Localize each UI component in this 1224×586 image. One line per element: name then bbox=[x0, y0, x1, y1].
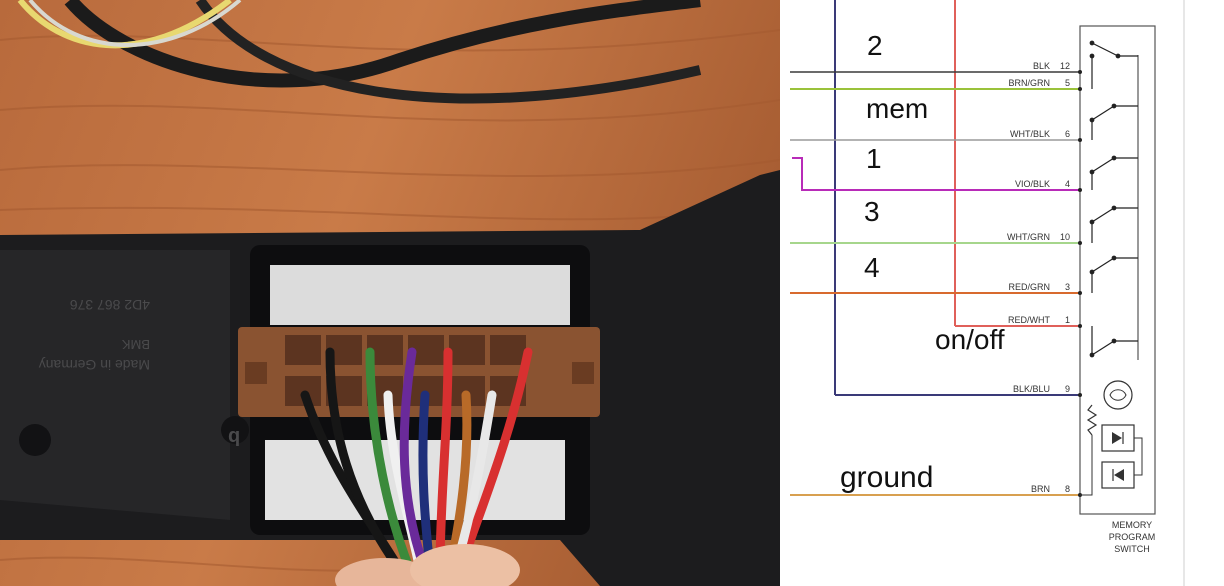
connector-photo: 4D2 867 376 Made in Germany BMK q bbox=[0, 0, 780, 586]
pin-10: 10 bbox=[1060, 232, 1070, 242]
connector-tab bbox=[245, 362, 267, 384]
screw-hole bbox=[19, 424, 51, 456]
annotation-on-off: on/off bbox=[935, 324, 1005, 355]
black-cable bbox=[64, 0, 701, 88]
label-brn: BRN bbox=[1031, 484, 1050, 494]
pin-6: 6 bbox=[1065, 129, 1070, 139]
annotation-ground: ground bbox=[840, 461, 933, 494]
pin-5: 5 bbox=[1065, 78, 1070, 88]
pin-12: 12 bbox=[1060, 61, 1070, 71]
switch-module-box bbox=[1079, 25, 1156, 515]
made-in-label: Made in Germany bbox=[39, 357, 150, 373]
annotation-mem: mem bbox=[866, 93, 928, 124]
label-red-wht: RED/WHT bbox=[1008, 315, 1050, 325]
resistor-icon bbox=[1086, 404, 1098, 436]
annotation-2: 2 bbox=[867, 30, 883, 61]
terminal-dots bbox=[1078, 70, 1082, 497]
white-cable bbox=[28, 0, 242, 47]
ground-lead bbox=[1080, 450, 1093, 496]
wood-grain bbox=[0, 29, 780, 572]
pin-3: 3 bbox=[1065, 282, 1070, 292]
switch-caption-line-2: PROGRAM bbox=[1109, 532, 1156, 542]
bmk-label: BMK bbox=[122, 337, 151, 352]
white-latch bbox=[270, 265, 570, 325]
letter-mark: q bbox=[228, 425, 240, 447]
label-blk-blu: BLK/BLU bbox=[1013, 384, 1050, 394]
pin-cavities bbox=[285, 335, 526, 406]
label-red-grn: RED/GRN bbox=[1008, 282, 1050, 292]
pin-1: 1 bbox=[1065, 315, 1070, 325]
label-wht-blk: WHT/BLK bbox=[1010, 129, 1050, 139]
connector-tab bbox=[572, 362, 594, 384]
led-symbol bbox=[1112, 432, 1122, 444]
annotation-1: 1 bbox=[866, 143, 882, 174]
finger bbox=[410, 544, 520, 586]
label-wht-grn: WHT/GRN bbox=[1007, 232, 1050, 242]
black-cable-2 bbox=[195, 0, 702, 104]
label-brn-grn: BRN/GRN bbox=[1008, 78, 1050, 88]
annotation-3: 3 bbox=[864, 196, 880, 227]
lamp-icon bbox=[1103, 380, 1133, 410]
finger bbox=[335, 558, 435, 586]
annotation-4: 4 bbox=[864, 252, 880, 283]
switch-caption-line-3: SWITCH bbox=[1114, 544, 1150, 554]
label-blk: BLK bbox=[1033, 61, 1050, 71]
pin-9: 9 bbox=[1065, 384, 1070, 394]
pin-8: 8 bbox=[1065, 484, 1070, 494]
vio-blk-feed bbox=[792, 157, 1080, 191]
label-vio-blk: VIO/BLK bbox=[1015, 179, 1050, 189]
switch-contacts bbox=[1089, 40, 1138, 358]
led-lead bbox=[1134, 437, 1143, 476]
led-symbol bbox=[1114, 469, 1124, 481]
switch-caption-line-1: MEMORY bbox=[1112, 520, 1152, 530]
white-base bbox=[265, 440, 565, 520]
screw-hole bbox=[221, 416, 249, 444]
part-number: 4D2 867 376 bbox=[70, 297, 150, 313]
wiring-diagram: BLK 12 BRN/GRN 5 WHT/BLK 6 VIO/BLK 4 WHT… bbox=[780, 0, 1224, 586]
wire-bundle bbox=[300, 347, 533, 575]
pin-4: 4 bbox=[1065, 179, 1070, 189]
lamp-filament-icon bbox=[1109, 389, 1127, 401]
housing-bezel bbox=[0, 250, 230, 520]
